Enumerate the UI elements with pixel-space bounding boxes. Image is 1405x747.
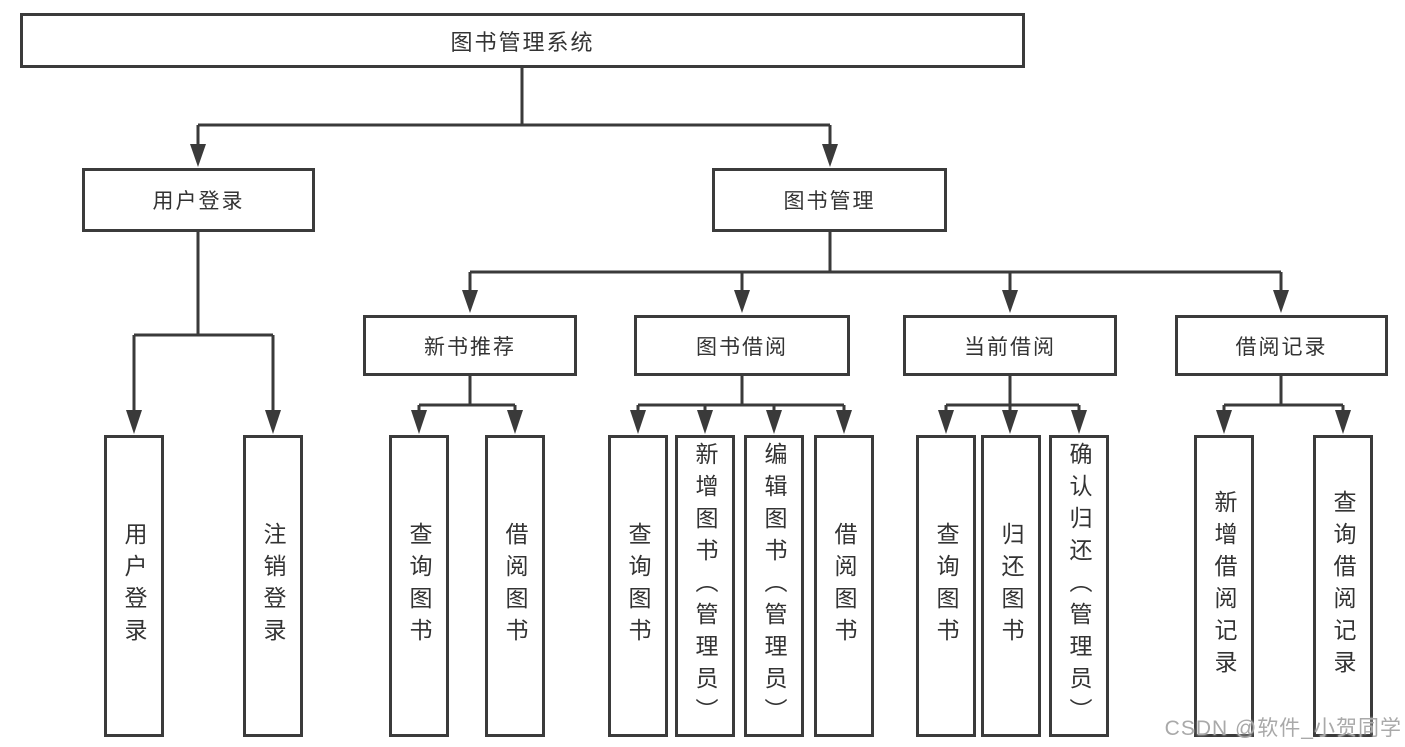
leaf-user-login: 用户登录 <box>104 435 164 737</box>
leaf-query-books-recommend: 查询图书 <box>389 435 449 737</box>
node-user-login: 用户登录 <box>82 168 315 232</box>
leaf-query-books-current: 查询图书 <box>916 435 976 737</box>
leaf-edit-book-admin: 编辑图书（管理员） <box>744 435 804 737</box>
leaf-logout: 注销登录 <box>243 435 303 737</box>
node-book-borrowing: 图书借阅 <box>634 315 850 376</box>
leaf-confirm-return-admin: 确认归还（管理员） <box>1049 435 1109 737</box>
leaf-borrow-books-recommend: 借阅图书 <box>485 435 545 737</box>
node-book-management: 图书管理 <box>712 168 947 232</box>
leaf-add-book-admin: 新增图书（管理员） <box>675 435 735 737</box>
leaf-borrow-books: 借阅图书 <box>814 435 874 737</box>
leaf-return-books: 归还图书 <box>981 435 1041 737</box>
leaf-add-borrow-record: 新增借阅记录 <box>1194 435 1254 737</box>
node-current-borrowing: 当前借阅 <box>903 315 1117 376</box>
leaf-query-borrow-record: 查询借阅记录 <box>1313 435 1373 737</box>
watermark: CSDN @软件_小贺同学 <box>1164 717 1402 740</box>
node-new-book-recommend: 新书推荐 <box>363 315 577 376</box>
node-library-system: 图书管理系统 <box>20 13 1025 68</box>
leaf-query-books-borrow: 查询图书 <box>608 435 668 737</box>
node-borrowing-records: 借阅记录 <box>1175 315 1388 376</box>
